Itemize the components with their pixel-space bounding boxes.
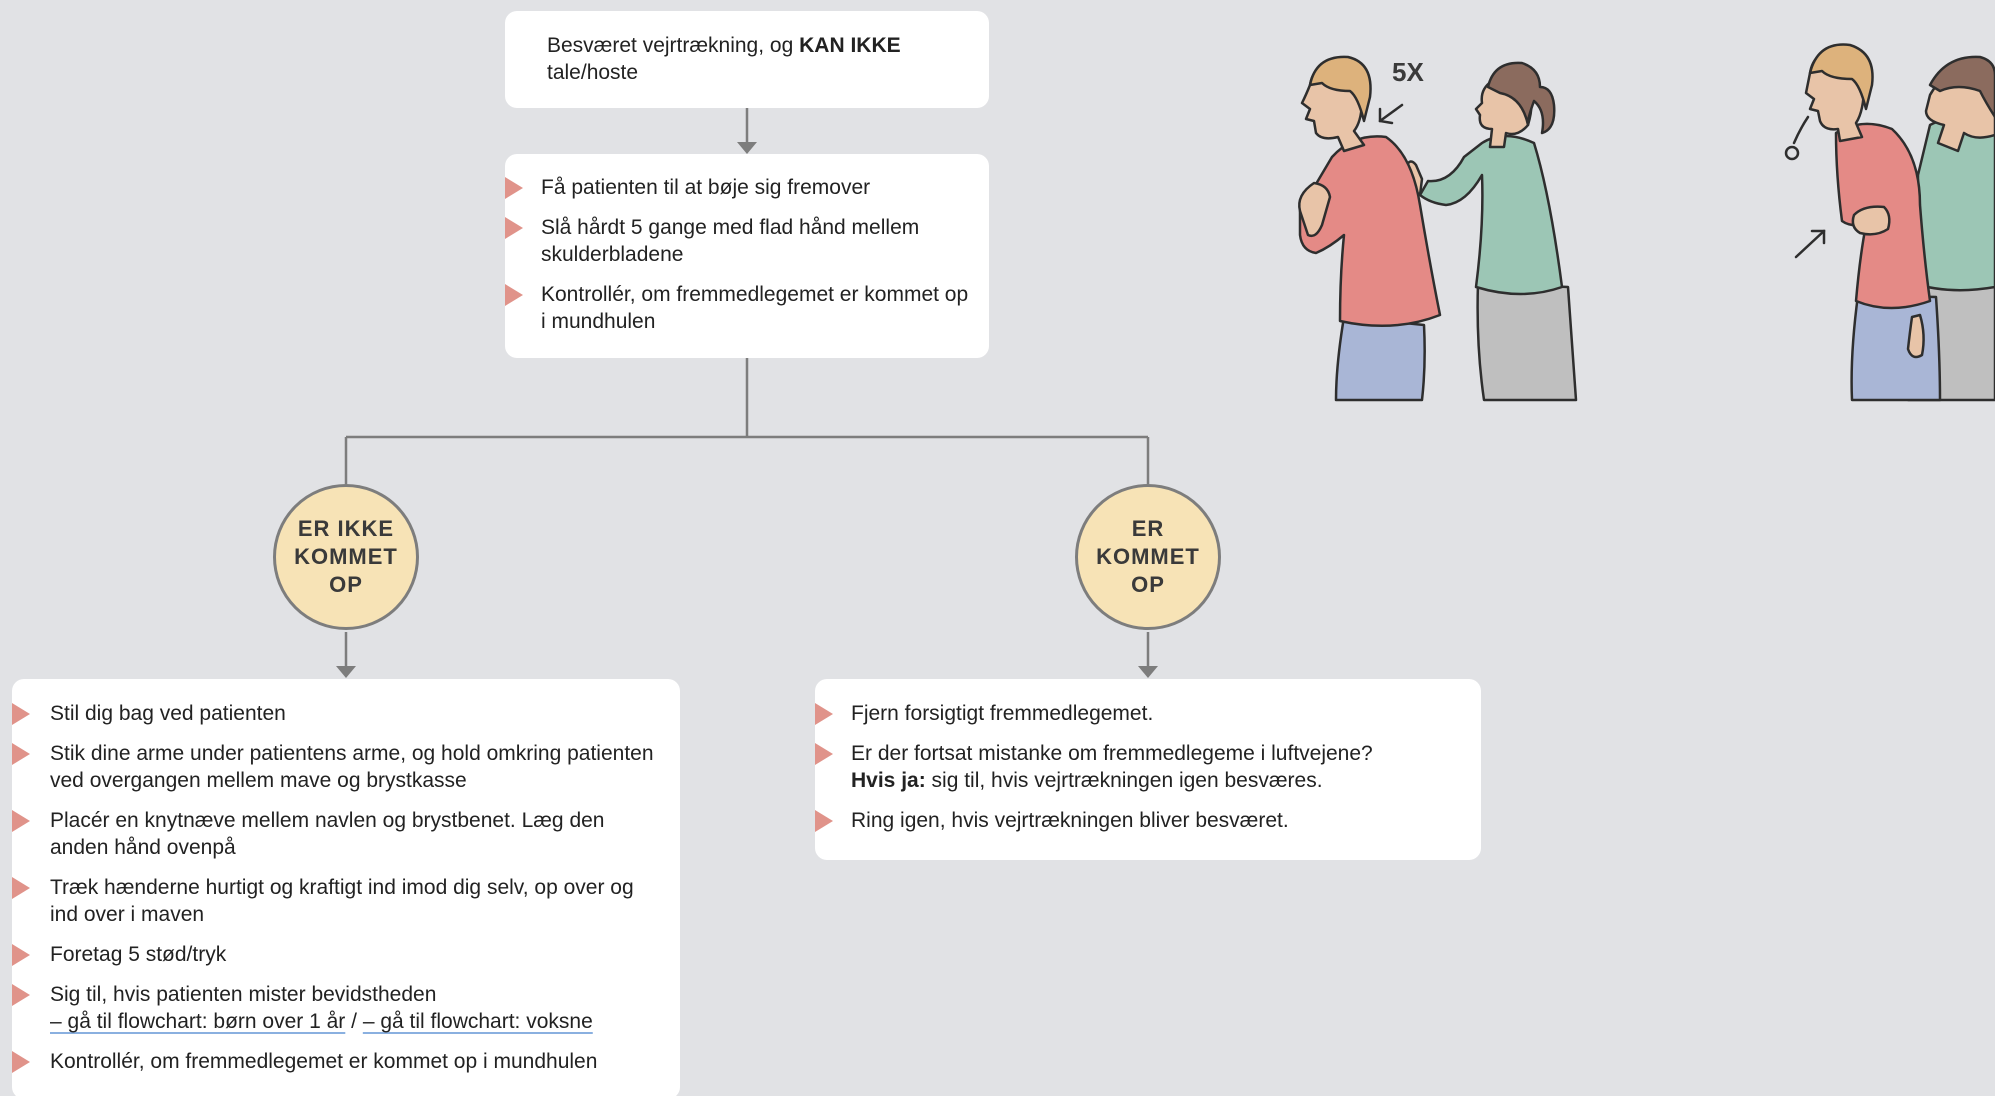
list-item: Fjern forsigtigt fremmedlegemet. [815,700,1461,727]
patient-trousers [1334,315,1426,402]
expelled-object-trail [1792,115,1810,145]
patient-hand-down [1906,313,1925,359]
list-item: Er der fortsat mistanke om fremmedlegeme… [815,740,1461,794]
list-item: Kontrollér, om fremmedlegemet er kommet … [12,1048,660,1075]
abdominal-thrusts-steps: Stil dig bag ved patienten Stik dine arm… [12,700,660,1075]
link-flowchart-adults[interactable]: – gå til flowchart: voksne [362,1010,593,1033]
decision-not-dislodged-circle: ER IKKE KOMMET OP [273,484,419,630]
list-item: Placér en knytnæve mellem navlen og brys… [12,807,660,861]
list-item: Få patienten til at bøje sig fremover [505,174,969,201]
patient-hair [1808,43,1874,111]
motion-arrow-head [1378,107,1394,125]
bullet-triangle-icon [815,743,833,765]
arrowhead-left-box [336,666,356,678]
thrust-arrow-shaft [1794,229,1826,259]
repetition-label: 5X [1392,57,1424,87]
back-blows-box: Få patienten til at bøje sig fremover Sl… [505,154,989,358]
bullet-triangle-icon [12,743,30,765]
bullet-triangle-icon [815,810,833,832]
link-flowchart-children-over-1[interactable]: – gå til flowchart: børn over 1 år [50,1010,346,1033]
list-item: Sig til, hvis patienten mister bevidsthe… [12,981,660,1035]
back-blows-illustration: 5X [1298,55,1578,402]
abdominal-thrusts-box: Stil dig bag ved patienten Stik dine arm… [12,679,680,1096]
start-condition-text: Besværet vejrtrækning, og KAN IKKE tale/… [547,34,901,84]
patient-torso [1298,135,1442,328]
bullet-triangle-icon [505,217,523,239]
motion-arrow-shaft [1378,103,1404,123]
object-removed-steps: Fjern forsigtigt fremmedlegemet. Er der … [815,700,1461,834]
start-condition-emphasis: KAN IKKE [799,34,901,57]
bullet-triangle-icon [12,877,30,899]
arrowhead-right-box [1138,666,1158,678]
rescuer-torso [1418,134,1564,296]
list-item: Træk hænderne hurtigt og kraftigt ind im… [12,874,660,928]
rescuer-hair [1486,61,1556,135]
list-item: Slå hårdt 5 gange med flad hånd mellem s… [505,214,969,268]
bullet-triangle-icon [505,284,523,306]
abdominal-thrusts-illustration [1784,43,1995,402]
list-item: Stik dine arme under patientens arme, og… [12,740,660,794]
rescuer-hair [1928,55,1995,119]
patient-hair [1308,55,1372,123]
decision-dislodged-circle: ER KOMMET OP [1075,484,1221,630]
arrowhead-second-box [737,142,757,154]
bullet-triangle-icon [12,810,30,832]
back-blows-steps: Få patienten til at bøje sig fremover Sl… [505,174,969,335]
patient-hand-at-throat [1298,181,1332,238]
thrust-arrow-head [1810,229,1826,245]
list-item: Foretag 5 stød/tryk [12,941,660,968]
bullet-triangle-icon [815,703,833,725]
rescuer-skirt [1476,281,1578,402]
object-removed-box: Fjern forsigtigt fremmedlegemet. Er der … [815,679,1481,860]
bullet-triangle-icon [12,984,30,1006]
bullet-triangle-icon [505,177,523,199]
clasped-hands [1851,205,1891,236]
bullet-triangle-icon [12,1051,30,1073]
expelled-object [1784,145,1800,161]
start-condition-box: Besværet vejrtrækning, og KAN IKKE tale/… [505,11,989,108]
list-item: Ring igen, hvis vejrtrækningen bliver be… [815,807,1461,834]
patient-trousers [1850,293,1942,402]
list-item: Kontrollér, om fremmedlegemet er kommet … [505,281,969,335]
list-item: Stil dig bag ved patienten [12,700,660,727]
bullet-triangle-icon [12,703,30,725]
bullet-triangle-icon [12,944,30,966]
